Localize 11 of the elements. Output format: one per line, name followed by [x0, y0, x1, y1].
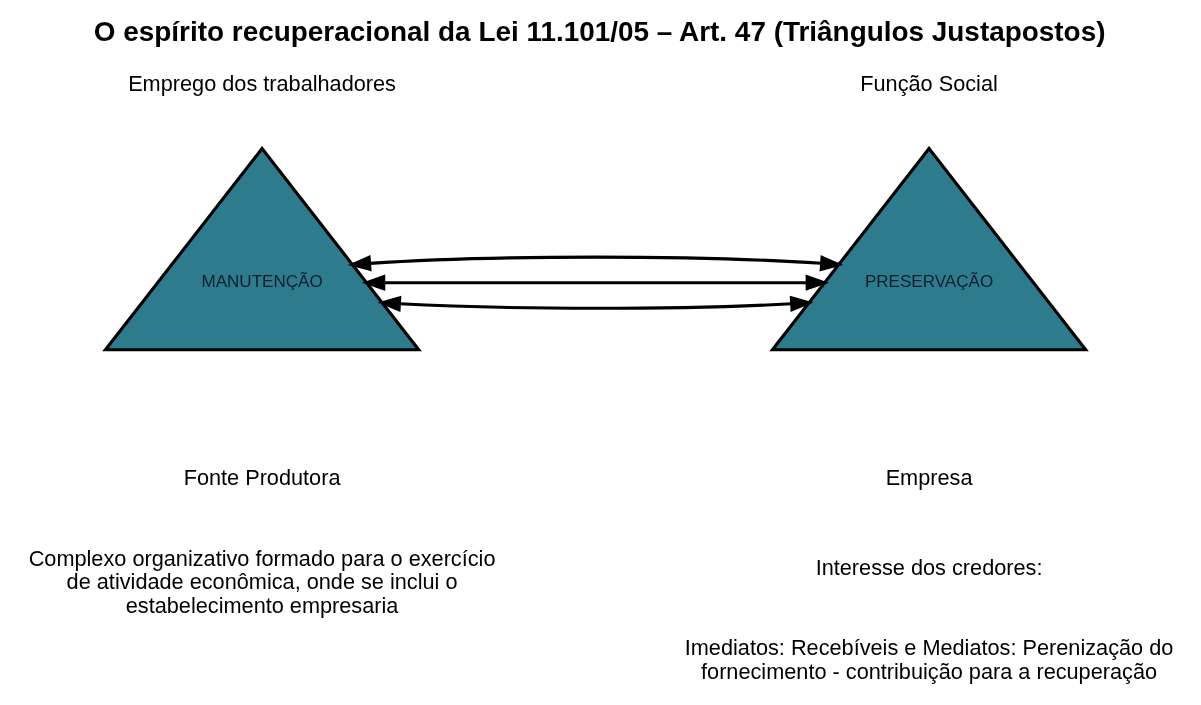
arrow [347, 255, 843, 272]
node-label: Emprego dos trabalhadores [127, 71, 396, 97]
node-label: Interesse dos credores: [815, 555, 1042, 581]
node-label: Imediatos: Recebíveis e Mediatos: Perenização do fornecimento - contribuição para a recuperação [684, 635, 1173, 684]
node-label: Fonte Produtora [183, 465, 340, 491]
diagram-title: O espírito recuperacional da Lei 11.101/05 – Art. 47 (Triângulos Justapostos) [93, 16, 1105, 48]
arrow [361, 274, 829, 291]
node-label: Empresa [885, 465, 972, 491]
node-label: Complexo organizativo formado para o exercício de atividade econômica, onde se inclui o estabelecimento empresaria [28, 546, 496, 618]
node-label: Função Social [859, 71, 998, 97]
arrow [377, 295, 813, 313]
